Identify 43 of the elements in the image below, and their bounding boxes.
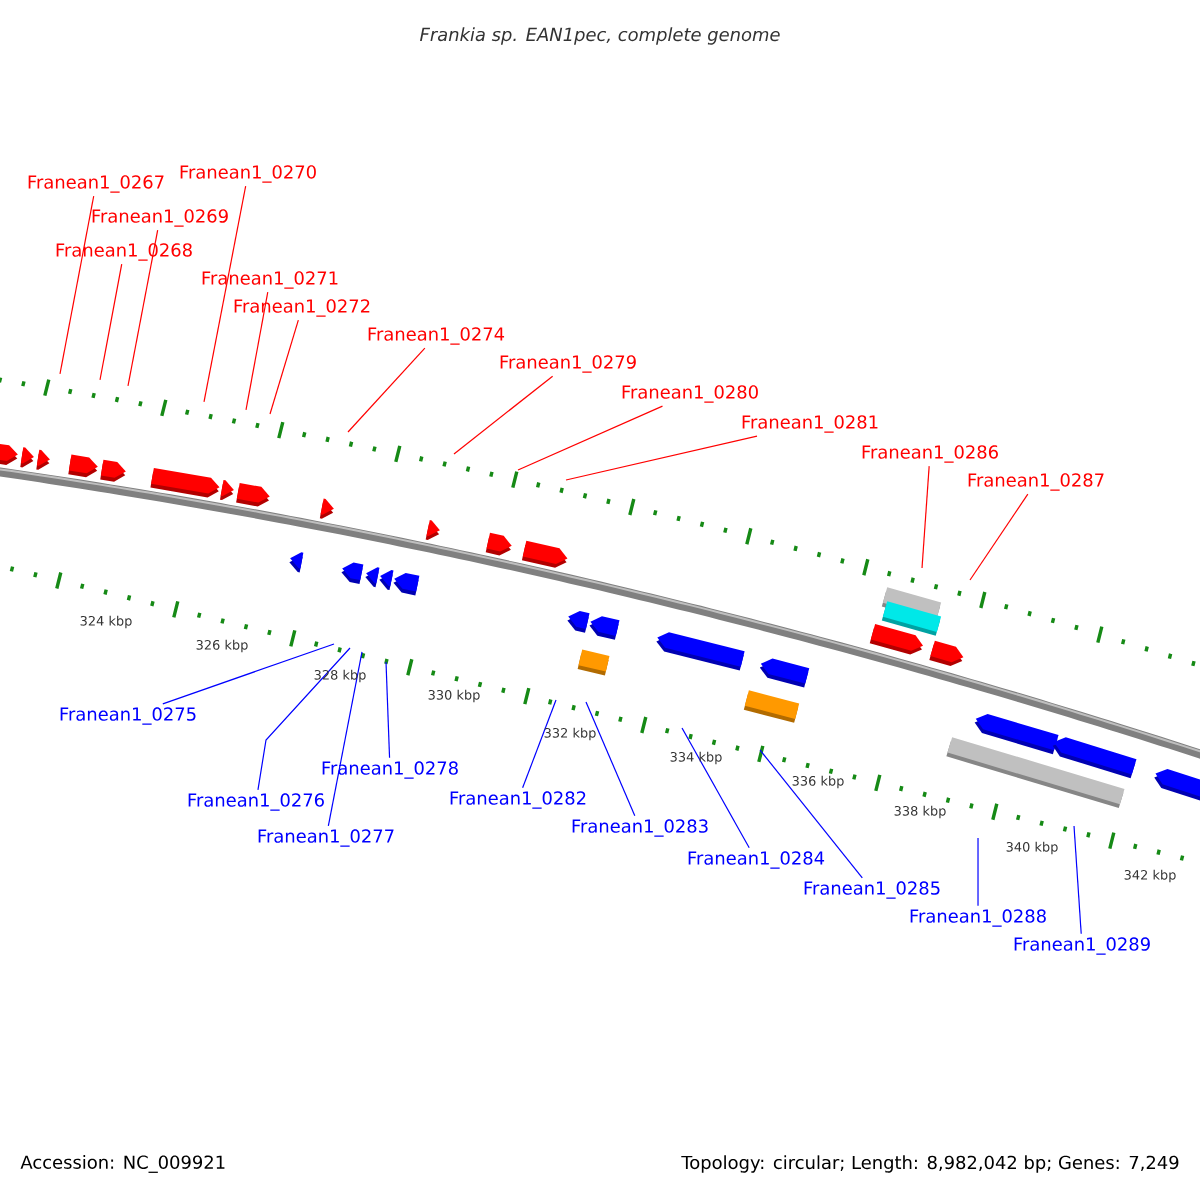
gene-label: Franean1_0280: [622, 385, 758, 403]
gene-label: Franean1_0277: [258, 829, 394, 847]
gene-label: Franean1_0274: [368, 327, 505, 345]
leader-line: [245, 291, 269, 411]
leader-line: [969, 493, 1029, 581]
leader-line: [977, 837, 979, 907]
accession-text: Accession: NC_009921: [20, 1155, 225, 1173]
leader-line: [585, 701, 636, 817]
gene-label: Franean1_0279: [500, 355, 636, 373]
gene-label: Franean1_0287: [968, 473, 1104, 491]
gene-label: Franean1_0276: [188, 793, 324, 811]
gene-label: Franean1_0283: [572, 819, 708, 837]
leader-line: [385, 661, 391, 759]
gene-label: Franean1_0284: [688, 851, 825, 869]
leader-line: [681, 727, 750, 849]
leader-line: [99, 263, 123, 381]
leader-line: [453, 375, 554, 455]
leader-line: [347, 347, 426, 433]
leader-line: [1073, 825, 1082, 935]
gene-label: Franean1_0289: [1014, 937, 1150, 955]
gene-label: Franean1_0269: [92, 209, 228, 227]
gene-label: Franean1_0275: [60, 707, 196, 725]
leader-line: [59, 195, 95, 375]
leader-line: [257, 647, 351, 791]
leader-line: [127, 229, 159, 387]
leader-line: [269, 319, 299, 415]
gene-label: Franean1_0281: [742, 415, 878, 433]
gene-label: Franean1_0285: [804, 881, 940, 899]
gene-label: Franean1_0267: [28, 175, 164, 193]
leader-line: [565, 435, 758, 481]
leader-line: [517, 405, 664, 471]
leader-line: [759, 749, 863, 879]
leader-line: [203, 185, 247, 403]
gene-label: Franean1_0282: [450, 791, 586, 809]
leader-line: [162, 643, 335, 705]
leader-line: [327, 651, 363, 827]
gene-label: Franean1_0270: [180, 165, 316, 183]
genome-info-text: Topology: circular; Length: 8,982,042 bp; Genes: 7,249: [681, 1155, 1179, 1173]
leader-line: [522, 699, 557, 789]
diagram-title: Frankia sp. EAN1pec, complete genome: [420, 27, 780, 45]
gene-label: Franean1_0288: [910, 909, 1046, 927]
leader-line: [921, 465, 930, 569]
gene-label: Franean1_0286: [862, 445, 998, 463]
